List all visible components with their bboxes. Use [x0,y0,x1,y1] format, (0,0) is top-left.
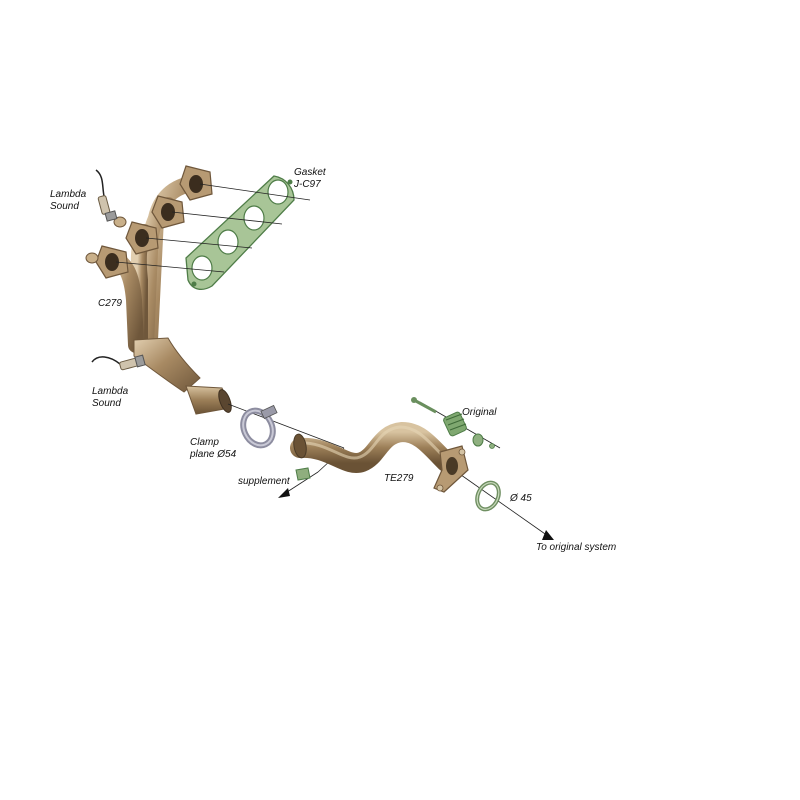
gasket-j-c97 [185,175,295,291]
label-c279: C279 [98,298,122,309]
lambda-sensor-top [95,169,118,222]
header-flange-4 [95,245,129,279]
supplement-part [295,467,311,481]
label-lambda-top-line2: Sound [50,201,79,212]
label-te279: TE279 [384,473,414,484]
label-gasket-line1: Gasket [294,167,326,178]
label-diameter-45: Ø 45 [510,493,532,504]
label-lambda-bottom: Lambda Sound [92,386,128,410]
label-lambda-bottom-line1: Lambda [92,386,129,397]
pipe-te279 [290,421,469,493]
label-to-original-system: To original system [536,542,617,553]
label-lambda-top-line1: Lambda [50,189,87,200]
label-lambda-top: Lambda Sound [50,189,86,213]
label-original: Original [462,407,497,418]
label-gasket-line2: J-C97 [294,179,321,190]
label-supplement: supplement [238,476,290,487]
spring [443,411,467,437]
ring-45 [475,480,501,512]
label-lambda-bottom-line2: Sound [92,398,121,409]
to-original-arrow-head [542,530,554,540]
original-hardware [411,397,495,449]
header-flange-3 [125,221,159,255]
clamp-54 [240,404,278,449]
label-clamp-line1: Clamp [190,437,219,448]
supplement-arrow-head [278,488,290,498]
label-gasket: Gasket J-C97 [294,167,326,191]
header-flange-2 [151,195,185,229]
lambda-sensor-bottom [91,354,146,371]
header-flange-1 [179,165,213,201]
header-c279 [85,165,232,415]
label-clamp: Clamp plane Ø54 [190,437,236,461]
label-clamp-line2: plane Ø54 [190,449,237,460]
